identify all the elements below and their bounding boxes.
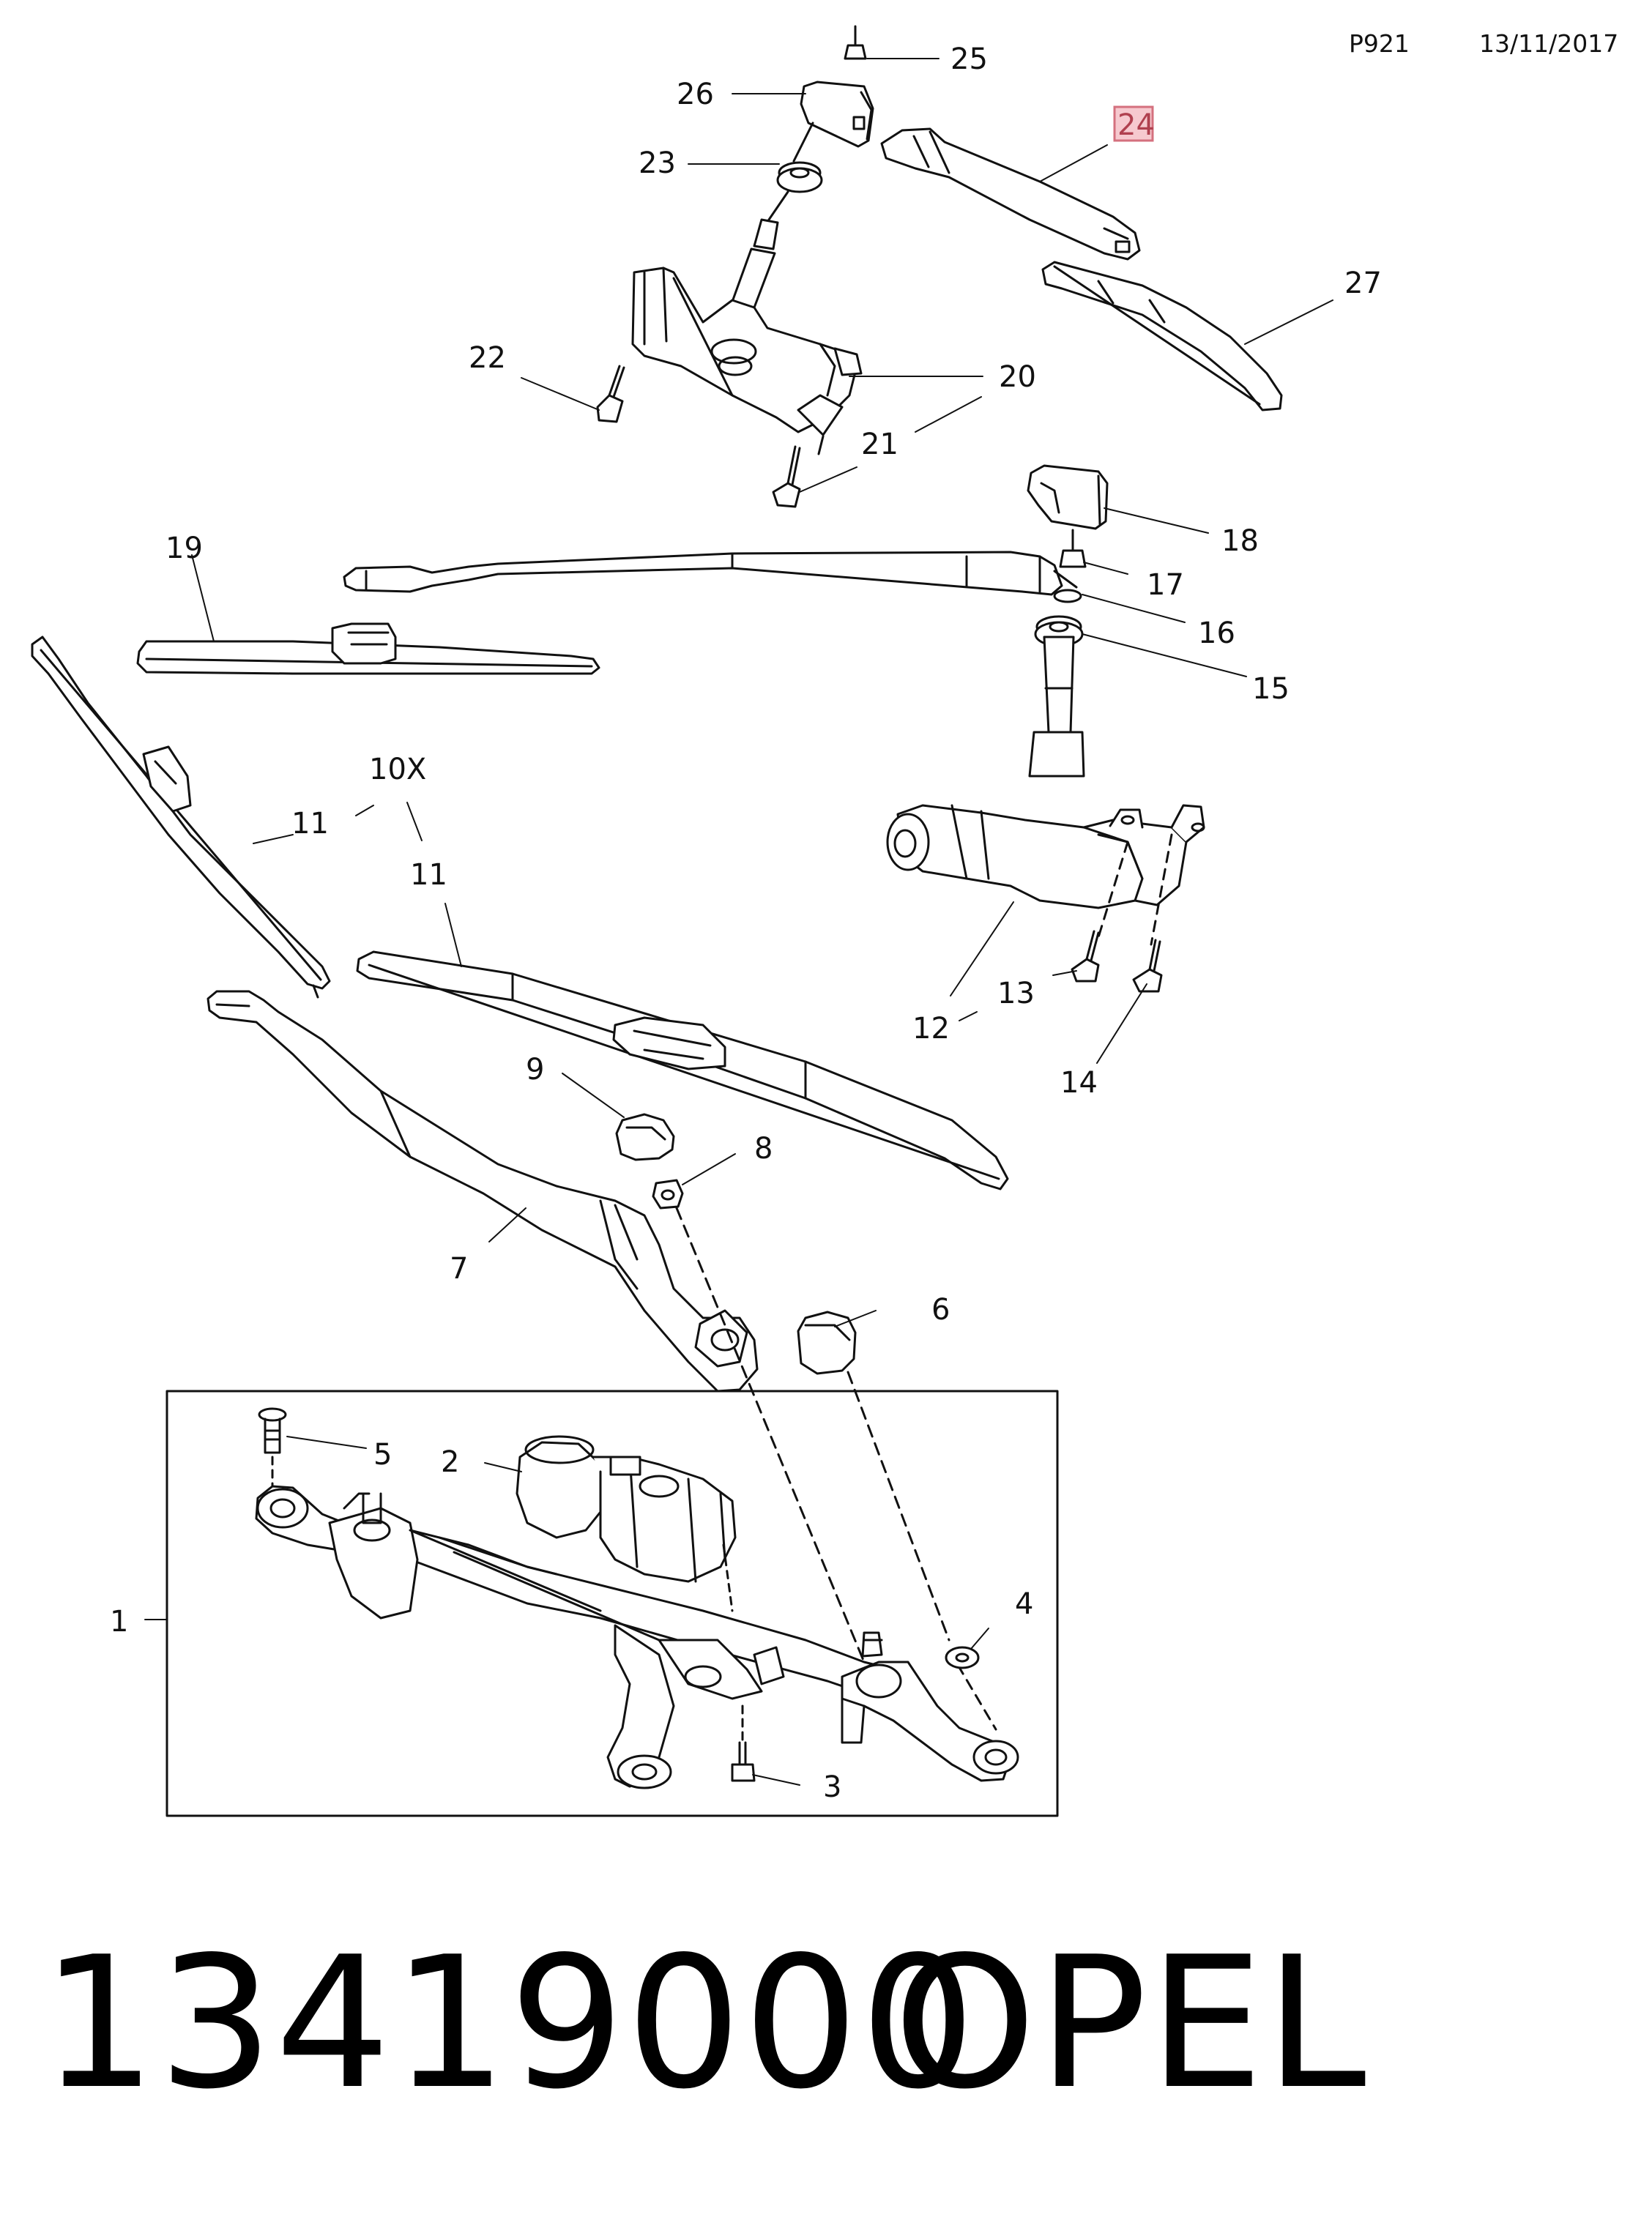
part-26-cap [800,81,874,148]
callout-4: 4 [1015,1587,1033,1621]
callout-10x: 10X [369,753,426,786]
callout-1: 1 [110,1605,128,1639]
highlight-box-24 [1113,105,1154,142]
callout-7: 7 [450,1252,468,1286]
callout-labels: 25 26 24 23 27 22 20 21 18 19 17 16 15 1… [110,42,1382,1804]
callout-17: 17 [1147,568,1184,602]
part-12-wiper-motor [886,636,1205,909]
callout-11-main: 11 [410,858,447,892]
part-4-washer [945,1646,980,1669]
part-9-cap [615,1113,675,1161]
part-8-nut [652,1179,684,1210]
callout-9: 9 [526,1053,544,1087]
callout-8: 8 [754,1132,773,1166]
leader-lines [144,58,1333,1786]
callout-15: 15 [1252,672,1290,706]
part-21-bolt [772,445,801,508]
callout-24: 24 [1117,108,1155,142]
callout-20: 20 [999,360,1036,394]
callout-22: 22 [469,341,506,375]
part-5-bolt [258,1407,287,1454]
callout-6: 6 [931,1293,950,1327]
part-25-nut [844,25,867,60]
part-20-rear-wiper-motor [631,218,863,455]
callout-2: 2 [441,1445,459,1479]
part-11-wiper-blade-main [356,950,1009,1191]
illustration-code: P921 [1349,29,1410,58]
part-2-wiper-motor [516,1435,737,1583]
part-number: 13419000 [41,1918,978,2129]
part-27-rear-wiper-blade [1041,261,1283,411]
part-18-cap [1027,464,1109,530]
part-22-bolt [596,365,625,423]
callout-19: 19 [165,532,203,565]
assembly-box [165,1390,1059,1817]
callout-25: 25 [950,42,988,76]
brand-name: OPEL [893,1918,1368,2129]
callout-12: 12 [912,1012,950,1046]
callout-18: 18 [1221,524,1259,558]
part-11-wiper-blade-left [31,636,331,999]
callout-13: 13 [997,977,1035,1010]
part-16-washer [1053,589,1082,603]
part-19-wiper-arm [343,551,1078,596]
callout-5: 5 [373,1438,392,1472]
part-14-bolt [1132,939,1163,993]
part-17-nut [1059,529,1087,568]
part-1-wiper-linkage [255,1485,1019,1789]
part-6-cap [797,1311,857,1375]
callout-3: 3 [823,1770,841,1804]
part-19-wiper-blade [136,622,600,675]
callout-14: 14 [1060,1066,1098,1100]
exploded-view-drawing: 25 26 24 23 27 22 20 21 18 19 17 16 15 1… [31,25,1382,1817]
callout-16: 16 [1198,616,1235,650]
callout-21: 21 [861,428,898,461]
part-13-bolt [1071,930,1100,983]
part-3-bolt [731,1741,756,1782]
part-24-rear-wiper-arm [880,127,1141,261]
part-23-grommet [776,161,823,193]
callout-23: 23 [639,146,676,180]
callout-27: 27 [1344,267,1382,300]
diagram-date: 13/11/2017 [1479,29,1619,58]
callout-11-left: 11 [291,807,329,841]
callout-26: 26 [677,78,714,111]
part-7-wiper-arm [206,990,759,1393]
